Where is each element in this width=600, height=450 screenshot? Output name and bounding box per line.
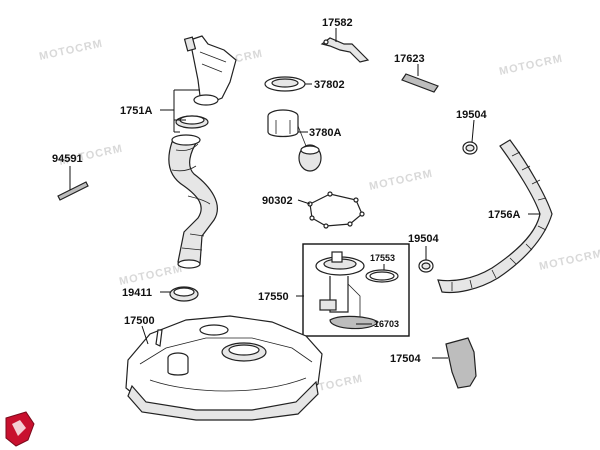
label-19504-lower: 19504 [408,233,439,245]
label-90302: 90302 [262,195,293,207]
part-17504-pad [445,337,477,389]
label-17553: 17553 [370,253,395,263]
leader-lines [69,28,540,359]
part-19411-clamp [169,286,199,302]
part-19504-clamp-lower [418,259,434,273]
part-94591-strip [57,181,89,201]
label-17550: 17550 [258,291,289,303]
part-37802-gasket [264,76,306,92]
label-19411: 19411 [122,287,152,299]
part-90302-gasket [307,191,365,229]
label-1751a: 1751A [120,105,152,117]
label-17500: 17500 [124,315,155,327]
label-94591: 94591 [52,153,83,165]
label-37802: 37802 [314,79,345,91]
label-17623: 17623 [394,53,425,65]
part-17500-fuel-tank [125,315,323,421]
watermark-5: MOTOCRM [368,168,434,193]
filler-neck-assembly [168,35,237,269]
watermark-1: MOTOCRM [38,38,104,63]
part-17623-strip [401,73,439,93]
watermark-6: MOTOCRM [538,248,600,273]
label-16703: 16703 [374,319,399,329]
part-17550-fuel-pump-box [302,243,410,337]
watermark-3: MOTOCRM [498,53,564,78]
brand-logo [5,411,35,447]
label-3780a: 3780A [309,127,341,139]
label-17582: 17582 [322,17,353,29]
part-labels: 17582 17623 37802 3780A 1751A 19504 9459… [52,17,520,365]
watermark-7: MOTOCRM [118,263,184,288]
part-17582-bracket [320,37,370,63]
label-1756a: 1756A [488,209,520,221]
label-19504-upper: 19504 [456,109,487,121]
part-3780a-level-sensor [267,109,322,172]
label-17504: 17504 [390,353,421,365]
part-19504-clamp-upper [462,141,478,155]
